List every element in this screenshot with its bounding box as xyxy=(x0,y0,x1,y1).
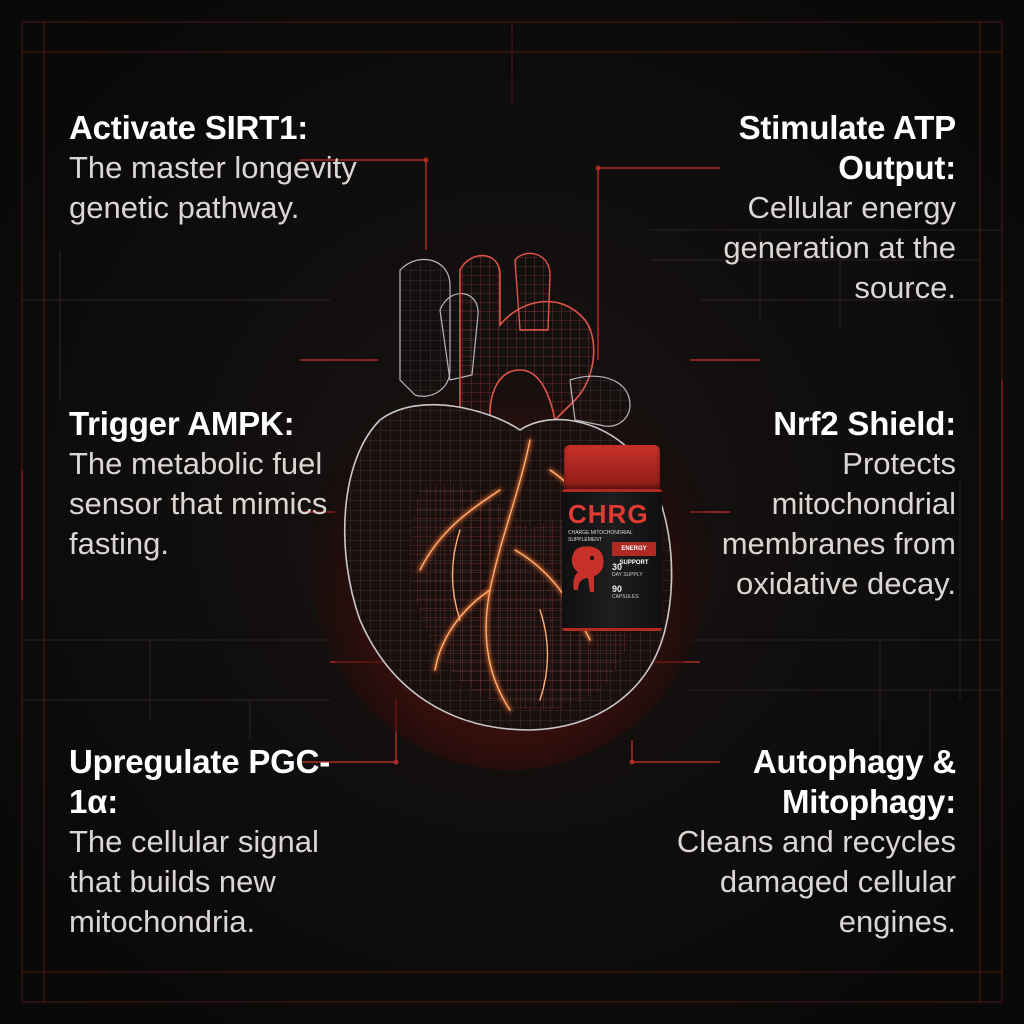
elephant-logo-icon xyxy=(568,542,608,598)
product-bottle: CHRG CHARGE MITOCHONDRIAL SUPPLEMENT ENE… xyxy=(562,445,662,631)
supply-label: DAY SUPPLY xyxy=(612,572,643,578)
product-subtitle: CHARGE MITOCHONDRIAL SUPPLEMENT xyxy=(568,530,633,543)
benefit-description: The master longevity genetic pathway. xyxy=(69,150,357,225)
benefit-pgc1a: Upregulate PGC-1α: The cellular signal t… xyxy=(69,742,369,942)
benefit-autophagy: Autophagy & Mitophagy: Cleans and recycl… xyxy=(656,742,956,942)
benefit-nrf2: Nrf2 Shield: Protects mitochondrial memb… xyxy=(696,404,956,604)
benefit-title: Trigger AMPK: xyxy=(69,405,295,442)
energy-badge: ENERGY SUPPORT xyxy=(612,542,656,566)
benefit-title: Autophagy & Mitophagy: xyxy=(752,743,956,820)
benefit-sirt1: Activate SIRT1: The master longevity gen… xyxy=(69,108,369,228)
benefit-description: Protects mitochondrial membranes from ox… xyxy=(721,446,956,601)
bottle-cap xyxy=(564,445,660,489)
benefit-title: Upregulate PGC-1α: xyxy=(69,743,331,820)
benefit-description: Cellular energy generation at the source… xyxy=(723,190,956,305)
wireframe-heart-icon: CHRG CHARGE MITOCHONDRIAL SUPPLEMENT ENE… xyxy=(300,230,720,770)
bottle-label: CHRG CHARGE MITOCHONDRIAL SUPPLEMENT ENE… xyxy=(562,489,662,631)
brand-name: CHRG xyxy=(568,499,649,529)
supply-count: 30 xyxy=(612,562,623,572)
capsule-label: CAPSULES xyxy=(612,594,639,600)
benefit-description: The cellular signal that builds new mito… xyxy=(69,824,319,939)
benefit-description: The metabolic fuel sensor that mimics fa… xyxy=(69,446,328,561)
benefit-ampk: Trigger AMPK: The metabolic fuel sensor … xyxy=(69,404,329,564)
benefit-title: Stimulate ATP Output: xyxy=(738,109,957,186)
capsule-count: 90 xyxy=(612,584,623,594)
benefit-description: Cleans and recycles damaged cellular eng… xyxy=(676,824,956,939)
benefit-title: Activate SIRT1: xyxy=(69,109,309,146)
benefit-atp: Stimulate ATP Output: Cellular energy ge… xyxy=(656,108,956,308)
benefit-title: Nrf2 Shield: xyxy=(773,405,956,442)
